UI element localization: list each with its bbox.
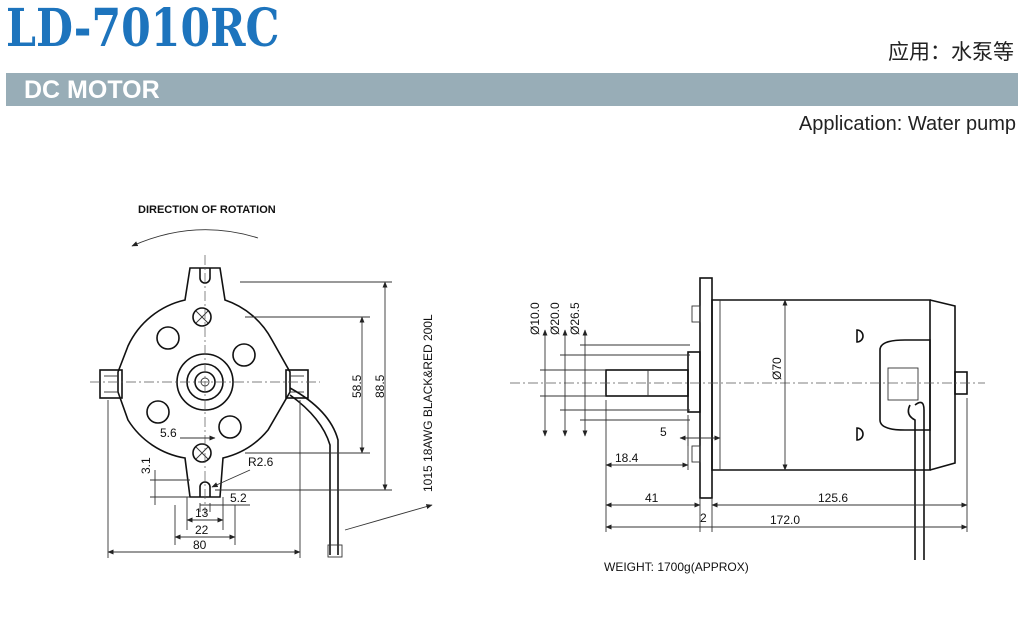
end-cap bbox=[929, 299, 956, 471]
side-flange bbox=[699, 277, 713, 499]
slot-bottom bbox=[199, 481, 211, 497]
rotation-arrow bbox=[131, 229, 259, 247]
dim-172: 172.0 bbox=[770, 513, 800, 527]
dim-5: 5 bbox=[660, 425, 667, 439]
lead-wire-label: 1015 18AWG BLACK&RED 200L bbox=[421, 314, 435, 492]
side-lead-wire bbox=[914, 401, 925, 560]
side-view: Ø70 Ø10.0 Ø20.0 Ø26.5 5 18.4 41 125.6 2 bbox=[510, 277, 985, 574]
lead-wire-2 bbox=[289, 394, 331, 555]
screw-bottom bbox=[192, 443, 212, 463]
terminal-right bbox=[285, 369, 309, 399]
flange-outline bbox=[117, 267, 291, 498]
screw-top bbox=[192, 307, 212, 327]
category-label: DC MOTOR bbox=[24, 76, 160, 104]
hole-1 bbox=[156, 326, 180, 350]
weight-label: WEIGHT: 1700g(APPROX) bbox=[604, 560, 749, 574]
dim-3-1: 3.1 bbox=[139, 457, 153, 474]
hole-3 bbox=[146, 400, 170, 424]
dia-10: Ø10.0 bbox=[528, 302, 542, 335]
dim-5-2: 5.2 bbox=[230, 491, 247, 505]
lead-wire-1 bbox=[289, 387, 339, 555]
dim-13: 13 bbox=[195, 506, 209, 520]
dim-58-5: 58.5 bbox=[350, 374, 364, 398]
category-bar: DC MOTOR bbox=[6, 73, 1018, 106]
dim-5-6: 5.6 bbox=[160, 426, 177, 440]
brush-holder bbox=[879, 339, 931, 431]
dim-r2-6: R2.6 bbox=[248, 455, 274, 469]
dim-80: 80 bbox=[193, 538, 207, 552]
hole-2 bbox=[232, 343, 256, 367]
shaft-boss bbox=[687, 351, 701, 413]
motor-body bbox=[711, 299, 931, 471]
dia-70: Ø70 bbox=[770, 357, 784, 380]
dia-26-5: Ø26.5 bbox=[568, 302, 582, 335]
terminal-left bbox=[99, 369, 123, 399]
front-view: DIRECTION OF ROTATION bbox=[90, 204, 435, 558]
application-cn: 应用：水泵等 bbox=[888, 40, 1014, 64]
hole-4 bbox=[218, 415, 242, 439]
application-en: Application: Water pump bbox=[798, 113, 1016, 135]
dim-125-6: 125.6 bbox=[818, 491, 848, 505]
dim-22: 22 bbox=[195, 523, 209, 537]
direction-label: DIRECTION OF ROTATION bbox=[138, 204, 276, 216]
dim-18-4: 18.4 bbox=[615, 451, 639, 465]
dia-20: Ø20.0 bbox=[548, 302, 562, 335]
dim-88-5: 88.5 bbox=[373, 374, 387, 398]
dim-41: 41 bbox=[645, 491, 659, 505]
dim-2: 2 bbox=[700, 511, 707, 525]
model-title: LD-7010RC bbox=[6, 0, 280, 59]
